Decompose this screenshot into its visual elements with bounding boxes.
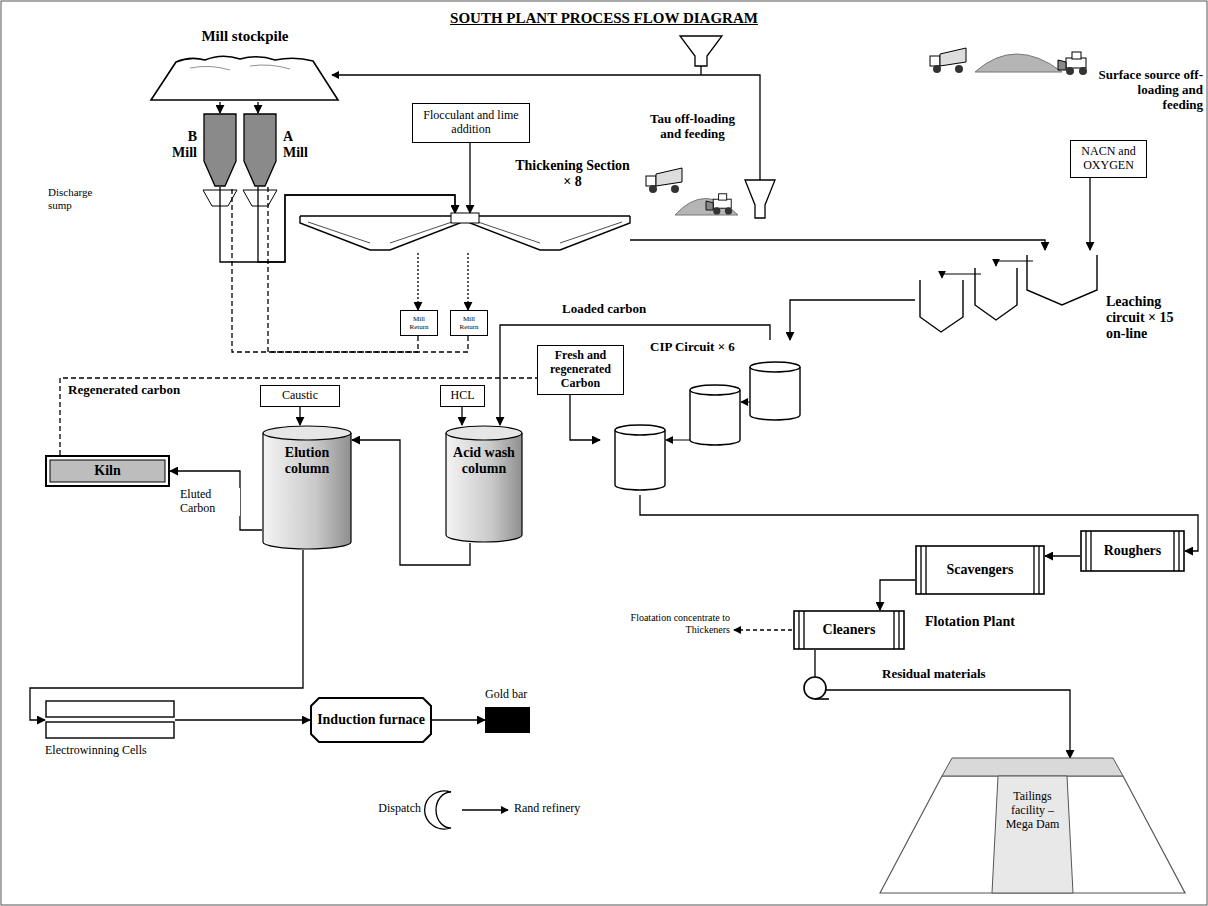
mill-return-box: Mill Return	[450, 310, 488, 336]
text-label: Rand refinery	[514, 802, 604, 816]
gold-bar-shape	[485, 707, 530, 733]
node-label: Induction furnace	[317, 712, 425, 728]
mill: B Mill	[203, 113, 237, 187]
flow-line	[880, 580, 915, 610]
node-label: HCL	[451, 389, 475, 403]
flow-line	[630, 240, 1045, 250]
flow-line	[232, 187, 418, 352]
kiln: Kiln	[45, 455, 170, 487]
reagent-box: NACN and OXYGEN	[1070, 140, 1147, 178]
node-label: Mill stockpile	[170, 28, 320, 45]
mill-shape	[243, 113, 277, 187]
node-label: NACN and OXYGEN	[1074, 145, 1143, 173]
carbon-box: Fresh and regenerated Carbon	[537, 345, 624, 395]
node-label: Scavengers	[947, 562, 1014, 578]
flow-line	[432, 719, 485, 720]
flotation-cell: Scavengers	[915, 545, 1045, 595]
cip-tanks-shape	[600, 340, 805, 495]
node-label: Acid wash column	[447, 445, 521, 477]
edge-label: Eluted Carbon	[178, 488, 240, 516]
flow-line	[30, 550, 303, 720]
flow-line	[1045, 555, 1080, 556]
flow-line	[299, 407, 300, 425]
node-label: Flocculant and lime addition	[416, 109, 526, 137]
node-label: Roughers	[1104, 543, 1162, 559]
node-label: Caustic	[282, 389, 318, 403]
node-label: Thickening Section × 8	[515, 158, 630, 190]
edge-label: Regenerated carbon	[66, 383, 182, 398]
misc-arrows	[462, 630, 792, 810]
mill-return-box: Mill Return	[400, 310, 438, 336]
discharge-sumps	[203, 190, 277, 206]
node-label: A Mill	[283, 129, 319, 161]
text-label: Floatation concentrate to Thickeners	[626, 612, 730, 635]
node-label: Elution column	[264, 445, 350, 477]
flotation-cell: Roughers	[1080, 530, 1185, 572]
feed-lines	[332, 36, 775, 218]
node-label: Dispatch	[367, 802, 421, 816]
column: Acid wash column	[445, 425, 523, 543]
reagent-box: Caustic	[260, 385, 340, 407]
text-label: Tau off-loading and feeding	[640, 112, 745, 142]
node-label: Fresh and regenerated Carbon	[541, 349, 620, 390]
thickener: Thickening Section × 8	[300, 213, 630, 253]
tailings-dam: Tailings facility – Mega Dam	[880, 758, 1185, 893]
flow-line	[570, 395, 600, 440]
edge-label: Residual materials	[880, 667, 988, 682]
text-label: Surface source off-loading and feeding	[1098, 68, 1203, 113]
diagram-title: SOUTH PLANT PROCESS FLOW DIAGRAM	[404, 10, 804, 27]
reagent-box: Flocculant and lime addition	[412, 103, 530, 143]
tau-equipment	[646, 168, 738, 215]
flow-line	[268, 187, 468, 352]
edge-label: Loaded carbon	[560, 302, 648, 317]
flotation-cell: Cleaners	[793, 610, 905, 650]
node-label: Leaching circuit × 15 on-line	[1106, 294, 1192, 342]
flow-line	[219, 102, 220, 113]
thickener-shape	[300, 213, 630, 253]
flow-line	[469, 143, 470, 213]
flow-line	[170, 471, 262, 530]
text-label: Flotation Plant	[925, 614, 1045, 630]
dispatch-symbol-shape	[425, 790, 457, 830]
node-label: Mill Return	[454, 315, 484, 331]
flow-line	[467, 253, 468, 310]
leach-tanks-shape	[915, 250, 1100, 335]
node-label: B Mill	[161, 129, 197, 161]
column-shape	[262, 425, 352, 550]
flow-line	[175, 719, 310, 720]
flow-line	[461, 407, 462, 425]
column-shape	[445, 425, 523, 543]
reagent-box: HCL	[440, 385, 485, 407]
text-label: Discharge sump	[48, 186, 110, 211]
flow-line	[790, 300, 915, 340]
flow-line	[417, 253, 418, 310]
column: Elution column	[262, 425, 352, 550]
node-label: Cleaners	[823, 622, 876, 638]
flow-line	[257, 102, 258, 113]
gold-bar: Gold bar	[485, 707, 530, 733]
node-label: Tailings facility – Mega Dam	[1001, 790, 1064, 831]
node-label: Electrowinning Cells	[45, 744, 175, 758]
node-label: Mill Return	[404, 315, 434, 331]
electrowinning-cells-shape	[45, 700, 175, 740]
cip-tanks: CIP Circuit × 6	[600, 340, 805, 495]
mill-shape	[203, 113, 237, 187]
stockpile: Mill stockpile	[150, 28, 340, 102]
furnace: Induction furnace	[310, 697, 432, 743]
pump-symbol	[804, 677, 829, 699]
mill: A Mill	[243, 113, 277, 187]
electrowinning-cells: Electrowinning Cells	[45, 700, 175, 740]
node-label: Kiln	[94, 463, 120, 479]
flow-line	[1089, 178, 1090, 250]
dispatch-symbol: Dispatch	[425, 790, 457, 830]
leach-tanks: Leaching circuit × 15 on-line	[915, 250, 1100, 335]
node-label: Gold bar	[485, 688, 555, 702]
flow-line	[815, 650, 1070, 758]
node-label: CIP Circuit × 6	[650, 340, 755, 355]
surface-equipment	[930, 48, 1087, 75]
